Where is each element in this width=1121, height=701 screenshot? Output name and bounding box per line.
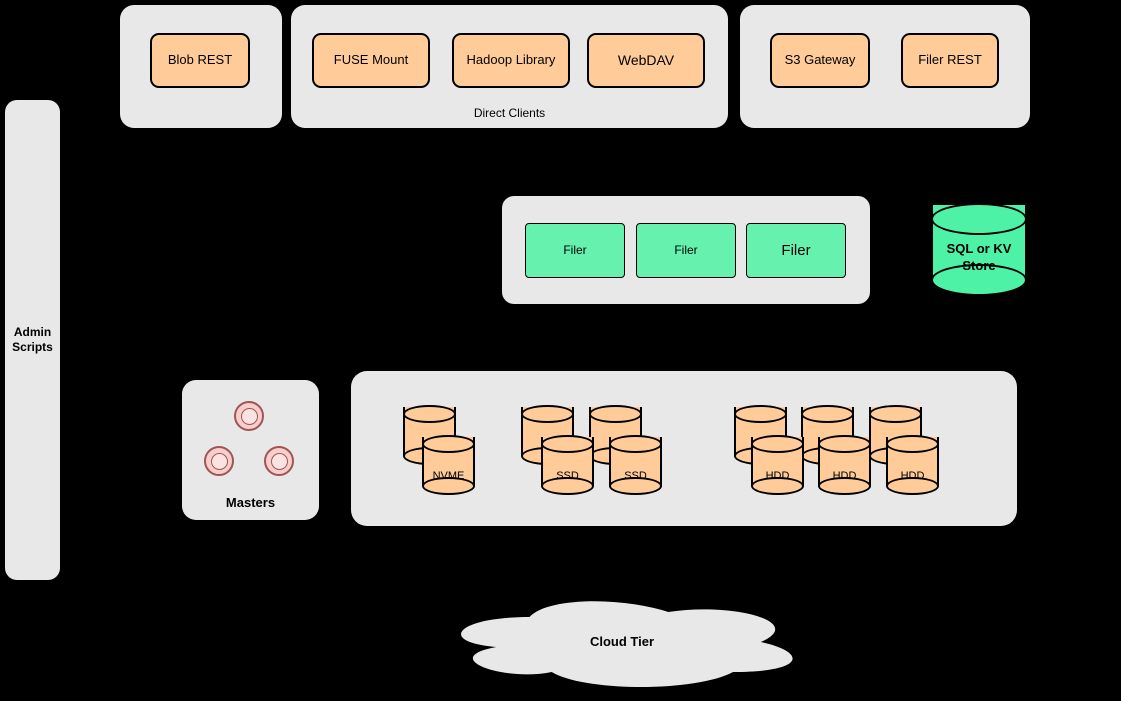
hdd-cylinder-1: HDD bbox=[751, 435, 804, 495]
cloud-icon bbox=[461, 601, 793, 687]
nvme-label: NVME bbox=[432, 470, 465, 482]
masters-label: Masters bbox=[225, 495, 276, 510]
hdd-cylinder-2: HDD bbox=[818, 435, 871, 495]
gateway-group: S3 Gateway Filer REST bbox=[740, 5, 1030, 128]
volume-servers-group: NVME SSD SSD HDD HDD HDD bbox=[351, 371, 1017, 526]
admin-scripts-panel: Admin Scripts bbox=[5, 100, 60, 580]
blob-client-group: Blob REST bbox=[120, 5, 282, 128]
node-filer-3: Filer bbox=[746, 223, 846, 278]
node-filer-rest: Filer REST bbox=[901, 33, 999, 88]
cloud-tier-shape: Cloud Tier bbox=[437, 592, 807, 692]
hdd-label-2: HDD bbox=[832, 470, 857, 482]
filer-group: Filer Filer Filer bbox=[502, 196, 870, 304]
master-node-2 bbox=[204, 446, 234, 476]
node-s3-gateway: S3 Gateway bbox=[770, 33, 870, 88]
admin-scripts-label: Admin Scripts bbox=[12, 325, 53, 354]
ssd-cylinder-1: SSD bbox=[541, 435, 594, 495]
nvme-cylinder: NVME bbox=[422, 435, 475, 495]
ssd-cylinder-2: SSD bbox=[609, 435, 662, 495]
node-fuse-mount: FUSE Mount bbox=[312, 33, 430, 88]
node-filer-2: Filer bbox=[636, 223, 736, 278]
node-blob-rest: Blob REST bbox=[150, 33, 250, 88]
hdd-label-3: HDD bbox=[900, 470, 925, 482]
cloud-tier-label: Cloud Tier bbox=[589, 634, 655, 649]
sql-kv-store-cylinder: SQL or KV Store bbox=[931, 203, 1027, 296]
hdd-label-1: HDD bbox=[765, 470, 790, 482]
node-webdav: WebDAV bbox=[587, 33, 705, 88]
master-node-3 bbox=[264, 446, 294, 476]
direct-clients-caption: Direct Clients bbox=[473, 106, 546, 120]
hdd-cylinder-3: HDD bbox=[886, 435, 939, 495]
direct-clients-group: FUSE Mount Hadoop Library WebDAV Direct … bbox=[291, 5, 728, 128]
sql-kv-store-label: SQL or KV Store bbox=[946, 241, 1012, 273]
node-filer-1: Filer bbox=[525, 223, 625, 278]
masters-group: Masters bbox=[182, 380, 319, 520]
ssd-label-2: SSD bbox=[624, 470, 647, 482]
ssd-label-1: SSD bbox=[556, 470, 579, 482]
node-hadoop-library: Hadoop Library bbox=[452, 33, 570, 88]
master-node-1 bbox=[234, 401, 264, 431]
